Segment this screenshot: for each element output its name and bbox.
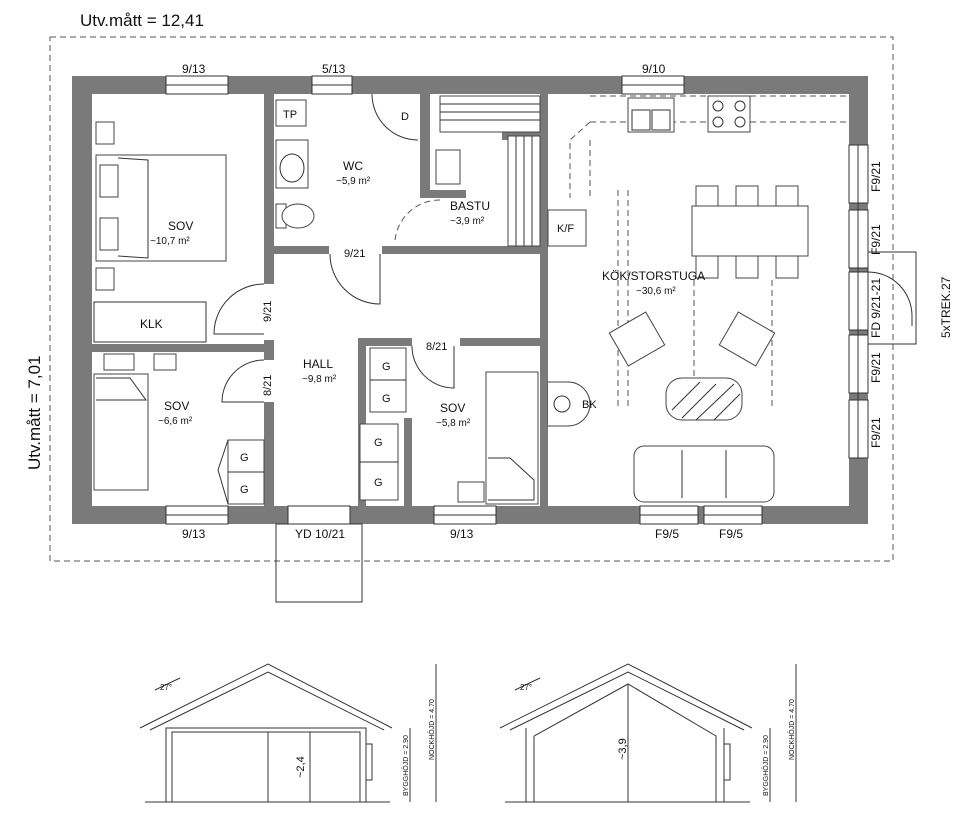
room-sov2-area: ~6,6 m² bbox=[158, 416, 193, 427]
window-label-bottom-1: 9/13 bbox=[182, 527, 206, 541]
wardrobe-sov2 bbox=[217, 439, 265, 505]
door-label-terrace: FD 9/21-21 bbox=[869, 278, 883, 338]
dining-table bbox=[691, 185, 809, 279]
terrace-platform bbox=[867, 251, 917, 345]
room-hall-name: HALL bbox=[303, 357, 333, 371]
dining-dashed-guides bbox=[617, 190, 773, 410]
top-windows bbox=[165, 75, 685, 95]
section-left-pitch: 27° bbox=[160, 683, 172, 692]
room-d-label: D bbox=[401, 111, 409, 123]
tp-cabinet bbox=[275, 99, 307, 127]
wardrobe-hall bbox=[359, 423, 399, 501]
fridge-freezer bbox=[547, 209, 587, 247]
room-kok-name: KÖK/STORSTUGA bbox=[602, 269, 705, 283]
section-right-nockhojd: NOCKHÖJD = 4.70 bbox=[788, 699, 796, 760]
room-bastu-name: BASTU bbox=[450, 199, 490, 213]
room-sov2-name: SOV bbox=[164, 399, 189, 413]
room-sov1-name: SOV bbox=[168, 219, 193, 233]
room-tp-label: TP bbox=[283, 109, 297, 121]
room-sov3-area: ~5,8 m² bbox=[436, 418, 471, 429]
kitchen-counter bbox=[569, 95, 848, 200]
room-klk-name: KLK bbox=[140, 317, 163, 331]
section-left-nockhojd: NOCKHÖJD = 4.70 bbox=[428, 699, 436, 760]
section-left-bygghojd: BYGGHÖJD = 2.90 bbox=[402, 735, 410, 796]
section-left bbox=[139, 663, 437, 803]
wardrobe-sov3-upper bbox=[369, 347, 407, 413]
wardrobe-label-g2: G bbox=[240, 484, 249, 496]
klk-door-swing bbox=[213, 283, 265, 335]
double-bed bbox=[95, 121, 227, 291]
outer-width-label: Utv.mått = 12,41 bbox=[80, 11, 204, 30]
sauna-benches bbox=[439, 95, 541, 247]
sofa bbox=[633, 445, 775, 503]
single-bed-sov3 bbox=[457, 371, 539, 505]
section-right-pitch: 27° bbox=[520, 683, 532, 692]
right-windows bbox=[848, 144, 869, 459]
window-label-top-2: 5/13 bbox=[322, 62, 346, 76]
terrace-door-swing bbox=[867, 271, 913, 326]
outer-dimension-boundary bbox=[49, 36, 894, 562]
door-label-wc: 9/21 bbox=[344, 248, 365, 260]
armchair-right bbox=[718, 311, 776, 367]
room-wc-area: ~5,9 m² bbox=[336, 176, 371, 187]
window-label-right-2: F9/21 bbox=[869, 224, 883, 255]
door-label-klk: 9/21 bbox=[262, 301, 274, 322]
klk-wardrobe bbox=[93, 301, 207, 343]
room-sov3-name: SOV bbox=[440, 401, 465, 415]
wardrobe-label-g3: G bbox=[382, 361, 391, 373]
door-label-sov3: 8/21 bbox=[426, 341, 447, 353]
wardrobe-label-g1: G bbox=[240, 452, 249, 464]
window-label-bottom-2: 9/13 bbox=[450, 527, 474, 541]
coffee-table bbox=[665, 377, 743, 421]
window-label-bottom-3: F9/5 bbox=[655, 527, 679, 541]
wardrobe-label-g4: G bbox=[382, 393, 391, 405]
wardrobe-label-g6: G bbox=[374, 477, 383, 489]
wc-sink bbox=[275, 139, 309, 189]
fireplace bbox=[547, 381, 591, 427]
toilet-bowl bbox=[281, 203, 315, 229]
outer-height-label: Utv.mått = 7,01 bbox=[25, 356, 44, 470]
room-hall-area: ~9,8 m² bbox=[302, 374, 337, 385]
armchair-left bbox=[608, 311, 666, 367]
section-left-inner-height: ~2,4 bbox=[295, 756, 307, 778]
window-label-right-1: F9/21 bbox=[869, 161, 883, 192]
single-bed-sov2 bbox=[93, 353, 177, 491]
section-right-inner-height: ~3,9 bbox=[617, 738, 629, 760]
window-label-right-3: F9/21 bbox=[869, 352, 883, 383]
kf-label: K/F bbox=[557, 223, 574, 235]
window-label-top-1: 9/13 bbox=[182, 62, 206, 76]
bastu-door-swing bbox=[394, 199, 441, 241]
section-right bbox=[499, 663, 797, 803]
section-right-bygghojd: BYGGHÖJD = 2.90 bbox=[762, 735, 770, 796]
door-label-sov2: 8/21 bbox=[262, 375, 274, 396]
kitchen-sink bbox=[627, 97, 675, 133]
sov2-door-swing bbox=[221, 359, 265, 403]
door-label-entrance: YD 10/21 bbox=[295, 527, 345, 541]
room-wc-name: WC bbox=[343, 159, 363, 173]
sauna-stove bbox=[435, 149, 461, 185]
window-label-right-4: F9/21 bbox=[869, 417, 883, 448]
room-bastu-area: ~3,9 m² bbox=[450, 216, 485, 227]
room-sov1-area: ~10,7 m² bbox=[150, 236, 190, 247]
hall-door-swing bbox=[329, 253, 381, 305]
sov3-door-swing bbox=[411, 345, 455, 389]
window-label-top-3: 9/10 bbox=[642, 62, 666, 76]
wardrobe-label-g5: G bbox=[374, 437, 383, 449]
entrance-step bbox=[275, 523, 363, 603]
bk-label: BK bbox=[582, 399, 597, 411]
cooktop bbox=[707, 95, 751, 133]
wc-door-swing bbox=[371, 93, 419, 141]
terrace-label: 5xTREK.27 bbox=[939, 276, 953, 338]
window-label-bottom-4: F9/5 bbox=[719, 527, 743, 541]
room-kok-area: ~30,6 m² bbox=[636, 286, 676, 297]
bottom-windows bbox=[165, 505, 763, 525]
